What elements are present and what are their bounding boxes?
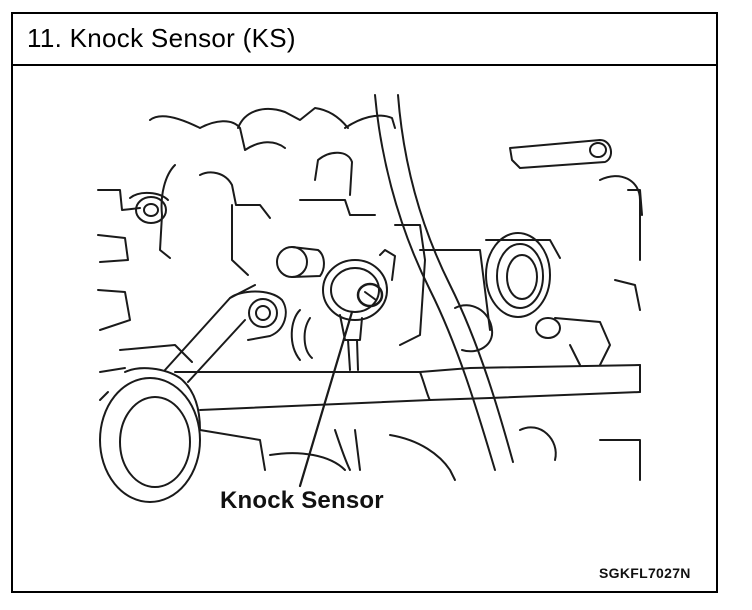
figure-code: SGKFL7027N	[599, 565, 691, 581]
pulley-left	[99, 367, 201, 503]
central-housing	[290, 224, 494, 361]
large-port-right	[485, 232, 561, 318]
bolt-boss-left	[135, 196, 167, 224]
page-title: 11. Knock Sensor (KS)	[27, 23, 296, 53]
mounting-arm	[164, 284, 287, 383]
diagonal-pipe	[374, 94, 514, 471]
callout-leader-line	[298, 310, 354, 488]
cross-member	[174, 364, 641, 411]
diagram-frame: 11. Knock Sensor (KS)	[11, 12, 718, 593]
knock-sensor-label: Knock Sensor	[220, 487, 384, 514]
lower-block	[199, 426, 641, 481]
title-bar: 11. Knock Sensor (KS)	[13, 14, 716, 66]
right-bracket	[509, 139, 643, 366]
knock-sensor-body	[322, 249, 396, 371]
engine-block-outline	[97, 107, 396, 373]
bolt-boss-center-left	[276, 246, 325, 278]
